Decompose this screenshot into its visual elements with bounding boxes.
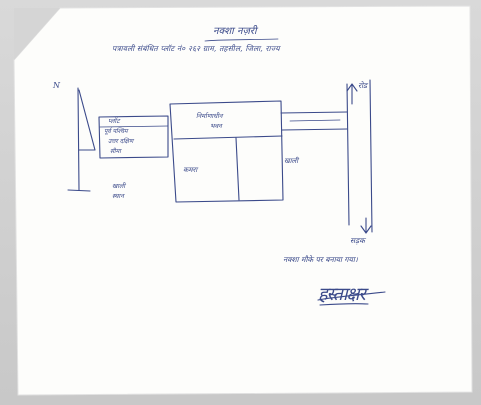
flag-base (67, 189, 91, 192)
road-line-right (369, 79, 373, 233)
right-section-label: खाली (284, 157, 299, 165)
left-block-divider (99, 125, 169, 128)
flag-pole (77, 87, 80, 191)
flag-triangle (78, 89, 96, 151)
room-label: कमरा (183, 166, 198, 174)
road-top-label: रोड (358, 81, 368, 90)
document-title: नक्शा नज़री (213, 26, 257, 37)
block-left-line-4: सीमा (110, 148, 121, 155)
north-mark: N (53, 81, 60, 90)
hall-label-line-1: निर्माणाधीन (196, 112, 223, 120)
block-left-line-3: उत्तर दक्षिण (108, 138, 134, 145)
road-bottom-label: सड़क (350, 236, 365, 245)
road-arrow-up (346, 83, 358, 105)
block-left-line-1: प्लॉट (108, 117, 120, 125)
document-subtitle: पत्रावली संबंधित प्लॉट नं० २६२ ग्राम, तह… (112, 44, 280, 53)
yard-label-line-2: स्थान (112, 192, 124, 200)
hall-label-line-2: भवन (210, 122, 222, 130)
road-line-left (346, 83, 350, 226)
hall-outline (169, 100, 284, 203)
yard-label-line-1: खाली (112, 182, 126, 190)
block-left-line-2: पूर्व पश्चिम (104, 128, 128, 135)
left-block-outline (98, 115, 169, 159)
note-text: नक्शा मौके पर बनाया गया। (283, 255, 358, 264)
title-underline (204, 38, 279, 42)
road-arrow-down (360, 217, 372, 234)
hall-inner-divider (173, 135, 283, 140)
corridor-dash-line (289, 119, 341, 122)
corridor-bottom-line (281, 128, 348, 131)
room-vertical-divider (235, 137, 240, 201)
signature: हस्ताक्षर (318, 284, 366, 305)
corridor-top-line (280, 111, 348, 114)
folded-corner (14, 8, 60, 60)
signature-flourish (317, 291, 386, 306)
